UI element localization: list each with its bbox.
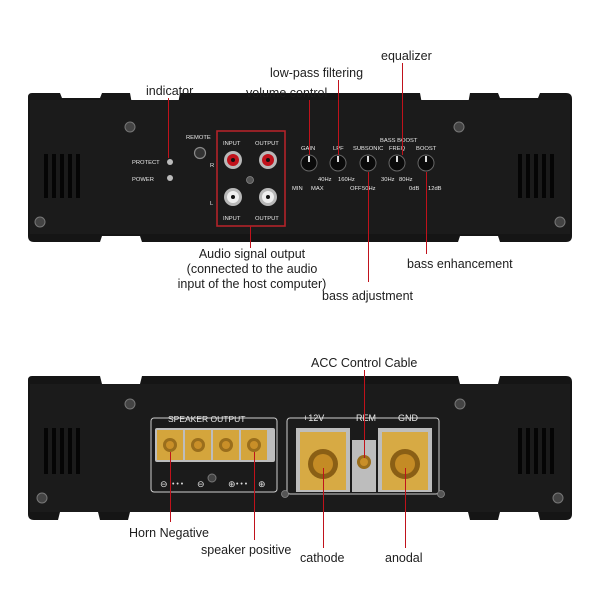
l-label: L bbox=[210, 201, 214, 207]
indicator-callout: indicator bbox=[146, 84, 194, 98]
gain-knob[interactable] bbox=[300, 154, 318, 172]
audio-signal-output-callout: Audio signal output (connected to the au… bbox=[170, 247, 334, 292]
indicator-line bbox=[168, 98, 170, 158]
power-label: POWER bbox=[132, 177, 154, 183]
bass-enhancement-callout: bass enhancement bbox=[407, 257, 513, 271]
lpf-knob[interactable] bbox=[329, 154, 347, 172]
input-bottom-label: INPUT bbox=[223, 216, 241, 222]
equalizer-line bbox=[402, 63, 404, 155]
remote-label: REMOTE bbox=[186, 135, 211, 141]
rca-input-left[interactable] bbox=[224, 188, 242, 206]
db0-label: 0dB bbox=[409, 186, 419, 192]
low-pass-filtering-line bbox=[338, 80, 340, 155]
hz80-label: 80Hz bbox=[399, 177, 413, 183]
gain-label: GAIN bbox=[301, 146, 315, 152]
equalizer-callout: equalizer bbox=[381, 49, 432, 63]
rca-input-right[interactable] bbox=[224, 151, 242, 169]
protect-led bbox=[167, 159, 173, 165]
bass-boost-label: BASS BOOST bbox=[380, 138, 418, 144]
acc-control-cable-callout: ACC Control Cable bbox=[311, 356, 418, 370]
input-top-label: INPUT bbox=[223, 141, 241, 147]
hz160-label: 160Hz bbox=[338, 177, 355, 183]
cathode-callout: cathode bbox=[300, 551, 345, 565]
acc-control-cable-line bbox=[364, 370, 366, 458]
db12-label: 12dB bbox=[428, 186, 442, 192]
subsonic-knob[interactable] bbox=[359, 154, 377, 172]
boost-knob[interactable] bbox=[417, 154, 435, 172]
audio-signal-output-line-2: (connected to the audio bbox=[186, 262, 318, 276]
power-led bbox=[167, 175, 173, 181]
volume-control-callout: volume control bbox=[246, 86, 328, 100]
freq-label: FREQ bbox=[389, 146, 406, 152]
bass-adjustment-callout: bass adjustment bbox=[322, 289, 414, 303]
rca-output-right[interactable] bbox=[259, 151, 277, 169]
bass-boost-freq-knob[interactable] bbox=[388, 154, 406, 172]
top-left-vent bbox=[44, 154, 80, 198]
remote-jack[interactable] bbox=[193, 146, 207, 160]
protect-label: PROTECT bbox=[132, 160, 160, 166]
cathode-line bbox=[323, 468, 325, 548]
volume-control-line bbox=[309, 100, 311, 155]
min-label: MIN bbox=[292, 186, 303, 192]
horn-negative-line bbox=[170, 452, 172, 522]
audio-signal-output-line-3: input of the host computer) bbox=[177, 277, 327, 291]
max-label: MAX bbox=[311, 186, 324, 192]
off-label: OFF bbox=[350, 186, 362, 192]
speaker-positive-callout: speaker positive bbox=[201, 543, 292, 557]
hz40-label: 40Hz bbox=[318, 177, 332, 183]
bass-adjustment-line bbox=[368, 172, 370, 282]
output-bottom-label: OUTPUT bbox=[255, 216, 279, 222]
anodal-callout: anodal bbox=[385, 551, 423, 565]
rca-output-left[interactable] bbox=[259, 188, 277, 206]
anodal-line bbox=[405, 468, 407, 548]
top-right-vent bbox=[518, 154, 554, 198]
subsonic-label: SUBSONIC bbox=[353, 146, 383, 152]
bass-enhancement-line bbox=[426, 172, 428, 254]
speaker-positive-line bbox=[254, 452, 256, 540]
r-label: R bbox=[210, 163, 214, 169]
rca-center-screw bbox=[246, 176, 254, 184]
horn-negative-callout: Horn Negative bbox=[129, 526, 209, 540]
audio-signal-output-line bbox=[250, 226, 252, 248]
top-heatsink-body bbox=[28, 93, 572, 242]
hz30-label: 30Hz bbox=[381, 177, 395, 183]
top-screws bbox=[34, 121, 566, 228]
boost-label: BOOST bbox=[416, 146, 437, 152]
audio-signal-output-line-1: Audio signal output bbox=[198, 247, 306, 261]
low-pass-filtering-callout: low-pass filtering bbox=[270, 66, 364, 80]
output-top-label: OUTPUT bbox=[255, 141, 279, 147]
